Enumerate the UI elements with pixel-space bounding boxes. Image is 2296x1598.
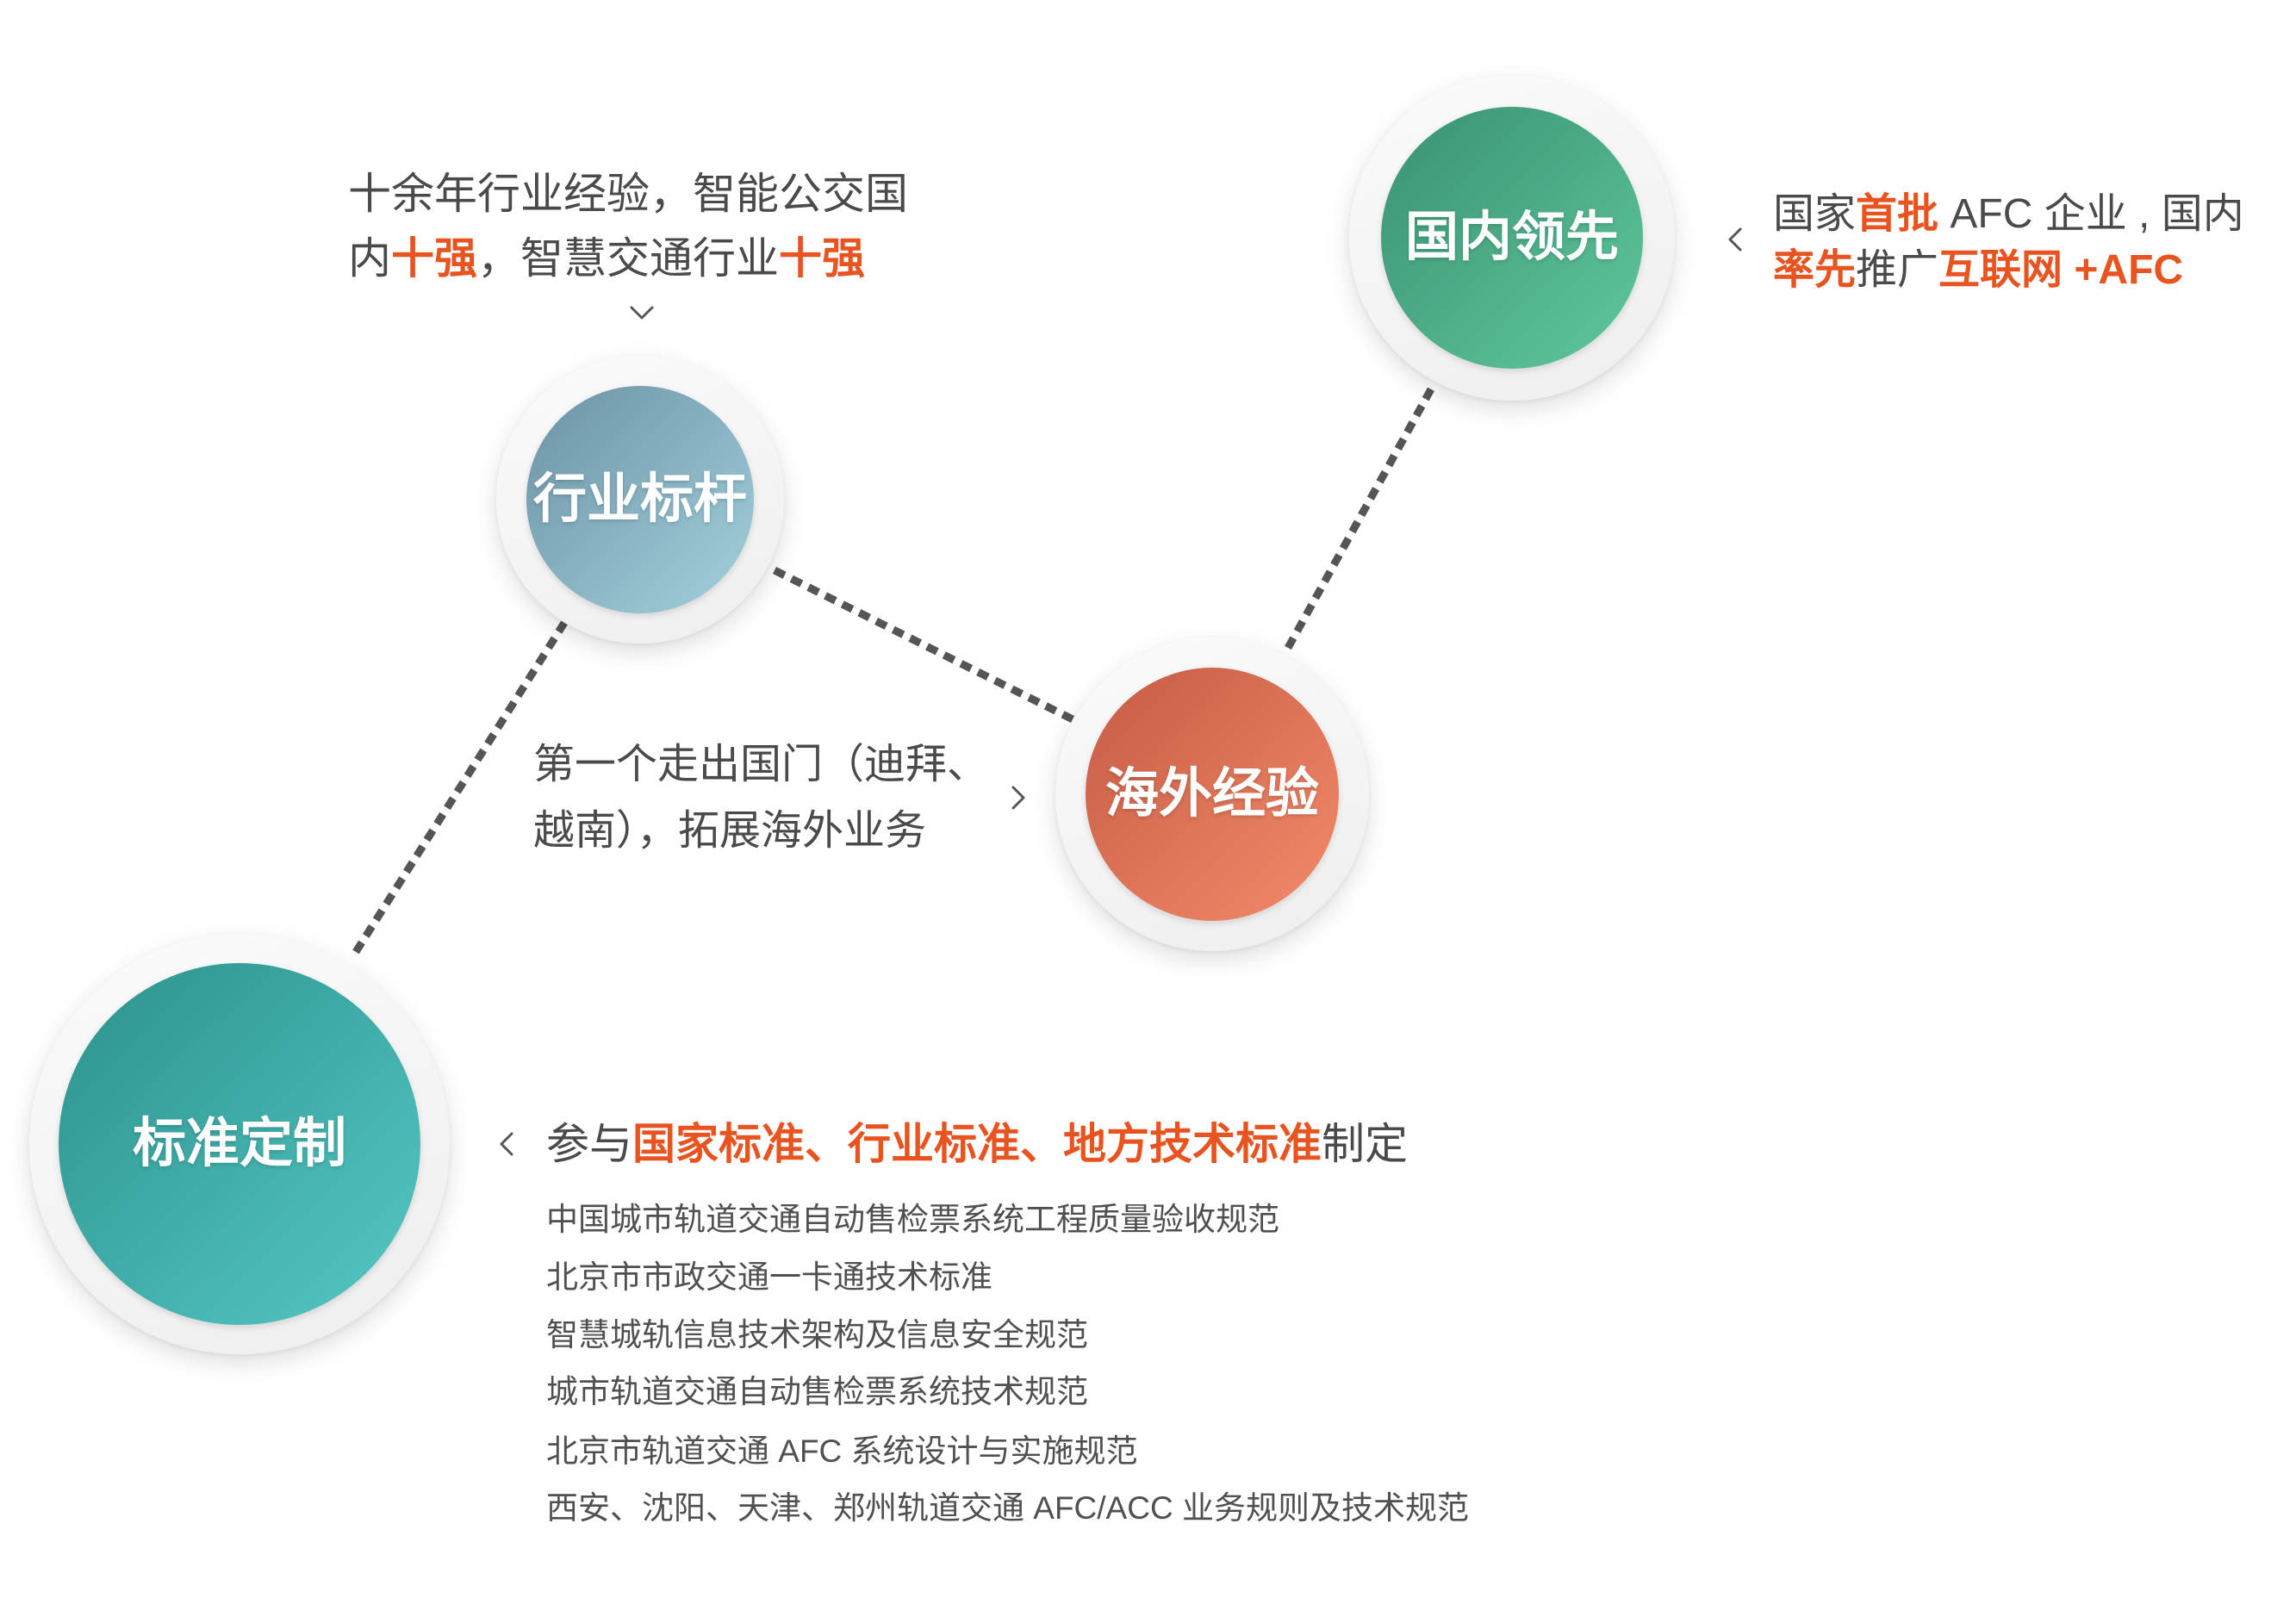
chevron-left-icon [500,1132,513,1156]
domestic-node-ring: 国内领先 [1349,75,1675,401]
chevron-down-icon [630,306,654,320]
standards-description-line: 参与国家标准、行业标准、地方技术标准制定 [546,1122,1408,1166]
description-text: 越南），拓展海外业务 [533,808,927,854]
description-text: 内 [348,234,391,283]
highlight-text: 十强 [391,234,477,283]
domestic-node-circle: 国内领先 [1381,107,1643,369]
description-text: 制定 [1322,1120,1408,1168]
description-text: 参与 [546,1120,632,1168]
description-text: 国家 [1773,191,1857,237]
standard-list-item: 中国城市轨道交通自动售检票系统工程质量验收规范 [546,1202,1279,1237]
highlight-text: 率先 [1773,247,1857,293]
benchmark-node-label: 行业标杆 [532,469,747,529]
domestic-description-line-1: 国家首批 AFC 企业 , 国内 [1773,194,2244,235]
chevron-left-icon [1728,227,1742,252]
standards-node-circle: 标准定制 [59,963,420,1325]
standards-node-label: 标准定制 [132,1114,346,1173]
highlight-text: 十强 [779,234,865,283]
description-text: 推广 [1856,247,1939,293]
connector-benchmark-overseas [772,566,1075,724]
overseas-description-line-2: 越南），拓展海外业务 [533,811,926,852]
overseas-node-circle: 海外经验 [1086,668,1339,921]
standard-list-item: 城市轨道交通自动售检票系统技术规范 [546,1374,1088,1409]
highlight-text: 互联网 +AFC [1938,247,2184,293]
benchmark-node-ring: 行业标杆 [496,356,784,644]
domestic-node-label: 国内领先 [1404,208,1619,267]
standards-node-ring: 标准定制 [29,934,450,1354]
overseas-description-line-1: 第一个走出国门（迪拜、 [533,744,988,786]
highlight-text: 首批 [1856,191,1939,237]
highlight-text: 国家标准、行业标准、地方技术标准 [632,1120,1322,1168]
overseas-node-ring: 海外经验 [1055,637,1369,951]
standard-list-item: 北京市轨道交通 AFC 系统设计与实施规范 [546,1433,1138,1469]
connector-standards-benchmark [352,620,568,954]
standard-list-item: 北京市市政交通一卡通技术标准 [546,1259,992,1295]
description-text: 十余年行业经验，智能公交国 [348,170,908,218]
description-text: ，智慧交通行业 [477,234,779,283]
standard-list-item: 智慧城轨信息技术架构及信息安全规范 [546,1317,1088,1352]
description-text: 第一个走出国门（迪拜、 [533,742,989,787]
standard-list-item: 西安、沈阳、天津、郑州轨道交通 AFC/ACC 业务规则及技术规范 [546,1490,1469,1526]
overseas-node-label: 海外经验 [1104,764,1319,824]
benchmark-node-circle: 行业标杆 [526,386,754,613]
benchmark-description-line-1: 十余年行业经验，智能公交国 [348,172,908,215]
chevron-right-icon [1011,786,1025,810]
connector-overseas-domestic [1285,385,1435,650]
domestic-description-line-2: 率先推广互联网 +AFC [1773,250,2183,291]
benchmark-description-line-2: 内十强，智慧交通行业十强 [348,237,865,280]
description-text: AFC 企业 , 国内 [1938,191,2244,237]
